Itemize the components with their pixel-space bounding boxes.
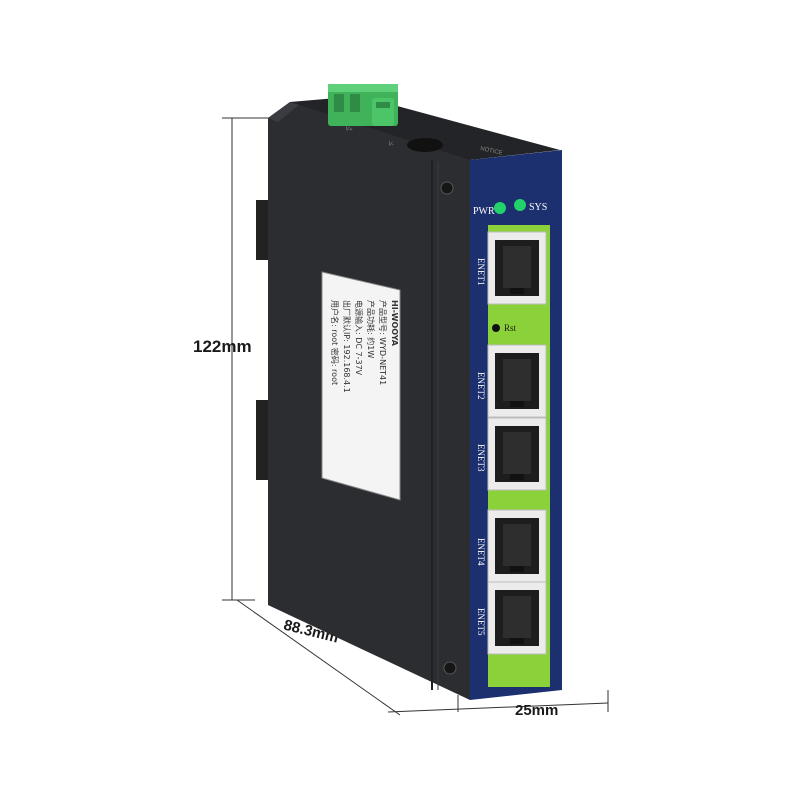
reset-hole-icon [492, 324, 500, 332]
led-indicators: PWR SYS [473, 199, 547, 217]
svg-text:V+: V+ [345, 126, 354, 134]
sticker-line-5: 用户名: root 密码: root [330, 300, 340, 385]
led-sys-icon [514, 199, 526, 211]
reset-button[interactable]: Rst [492, 323, 517, 333]
ethernet-port-2[interactable]: ENET2 [476, 344, 547, 418]
sticker-line-4: 出厂默认IP: 192.168.4.1 [342, 300, 352, 393]
svg-text:NOTICE: NOTICE [480, 146, 503, 157]
top-hole [407, 138, 443, 152]
ethernet-port-1[interactable]: ENET1 [476, 231, 547, 305]
height-label: 122mm [193, 337, 252, 356]
sticker-line-3: 电源输入: DC 7-37V [354, 300, 364, 376]
port-1-label: ENET1 [476, 258, 486, 286]
dimension-width: 25mm [387, 690, 609, 719]
port-2-label: ENET2 [476, 372, 486, 400]
screw-top [440, 181, 454, 195]
reset-label: Rst [504, 323, 517, 333]
power-terminal-block [328, 84, 398, 126]
dimension-height: 122mm [193, 117, 290, 601]
din-clip-top [256, 200, 270, 260]
ethernet-port-4[interactable]: ENET4 [476, 509, 547, 583]
width-label: 25mm [515, 702, 558, 719]
sticker-line-2: 产品功耗: 约1W [366, 300, 376, 358]
led-sys-label: SYS [529, 202, 547, 213]
port-5-label: ENET5 [476, 608, 486, 636]
ethernet-ports: ENET1 ENET2 ENET3 ENET4 [476, 231, 547, 655]
port-3-label: ENET3 [476, 444, 486, 472]
port-4-label: ENET4 [476, 538, 486, 566]
product-label-sticker: HI-WOOYA 产品型号: WYD-NET41 产品功耗: 约1W 电源输入:… [321, 271, 401, 501]
sticker-brand: HI-WOOYA [390, 300, 399, 347]
ethernet-port-5[interactable]: ENET5 [476, 581, 547, 655]
svg-text:V-: V- [388, 141, 395, 148]
led-pwr-icon [494, 202, 506, 214]
ethernet-port-3[interactable]: ENET3 [476, 417, 547, 491]
screw-bottom [443, 661, 457, 675]
sticker-line-1: 产品型号: WYD-NET41 [378, 300, 388, 385]
led-pwr-label: PWR [473, 206, 495, 217]
din-clip-bottom [256, 400, 270, 480]
